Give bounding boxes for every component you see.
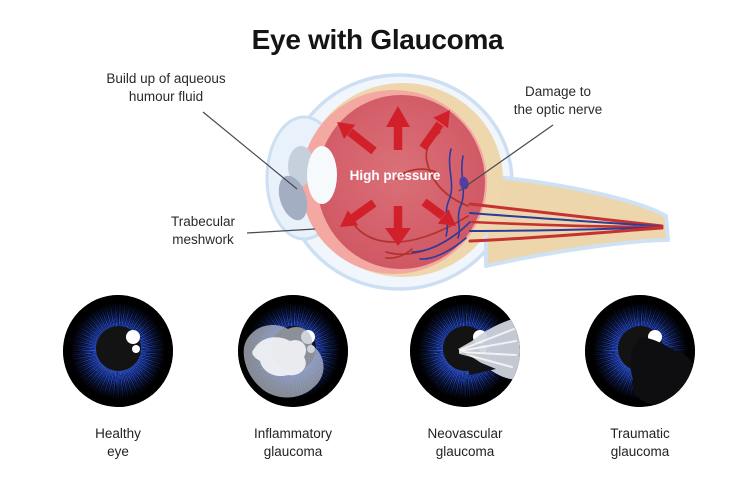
pressure-arrows — [337, 106, 456, 246]
label-optic-nerve-damage: Damage to the optic nerve — [513, 84, 603, 117]
eye-label-inflammatory: Inflammatory glaucoma — [253, 426, 333, 459]
retinal-vessels-blue — [411, 148, 471, 260]
neovascular-eye-illustration — [410, 295, 520, 407]
eye-label-traumatic: Traumatic glaucoma — [610, 426, 670, 459]
arrow-upper-right — [419, 110, 450, 151]
inflammation-cloud-overlay — [243, 325, 324, 398]
neovascular-membrane-overlay — [458, 317, 520, 380]
arrow-upper-left — [337, 122, 377, 155]
label-trabecular-meshwork: Trabecular meshwork — [170, 214, 236, 247]
trabecular-meshwork-region — [278, 175, 308, 221]
label-high-pressure: High pressure — [349, 168, 441, 183]
label-aqueous-humour: Build up of aqueous humour fluid — [106, 71, 226, 104]
traumatic-pupil-distortion-overlay — [630, 337, 695, 406]
light-reflection-small — [132, 345, 140, 353]
eye-label-neovascular: Neovascular glaucoma — [427, 426, 503, 459]
eye-card-neovascular: Neovascular glaucoma — [410, 295, 520, 461]
eye-card-inflammatory: Inflammatory glaucoma — [238, 295, 348, 461]
eye-label-healthy: Healthy eye — [95, 426, 141, 459]
traumatic-eye-illustration — [585, 295, 695, 407]
pointer-optic-nerve — [458, 124, 554, 192]
lens — [307, 146, 337, 204]
pointer-aqueous — [202, 111, 298, 190]
arrow-up — [386, 106, 410, 150]
pointer-trabecular — [246, 228, 316, 234]
eye-card-healthy: Healthy eye — [63, 295, 173, 461]
inflammatory-eye-illustration — [238, 295, 348, 407]
pointer-lines — [202, 111, 554, 234]
arrow-lower-right — [421, 198, 456, 226]
page-title: Eye with Glaucoma — [251, 24, 504, 55]
eye-card-traumatic: Traumatic glaucoma — [585, 295, 695, 461]
optic-nerve-fibres — [468, 202, 664, 243]
light-reflection-large — [126, 330, 140, 344]
arrow-lower-left — [340, 199, 377, 227]
healthy-eye-illustration — [63, 295, 173, 407]
arrow-down — [385, 206, 411, 246]
